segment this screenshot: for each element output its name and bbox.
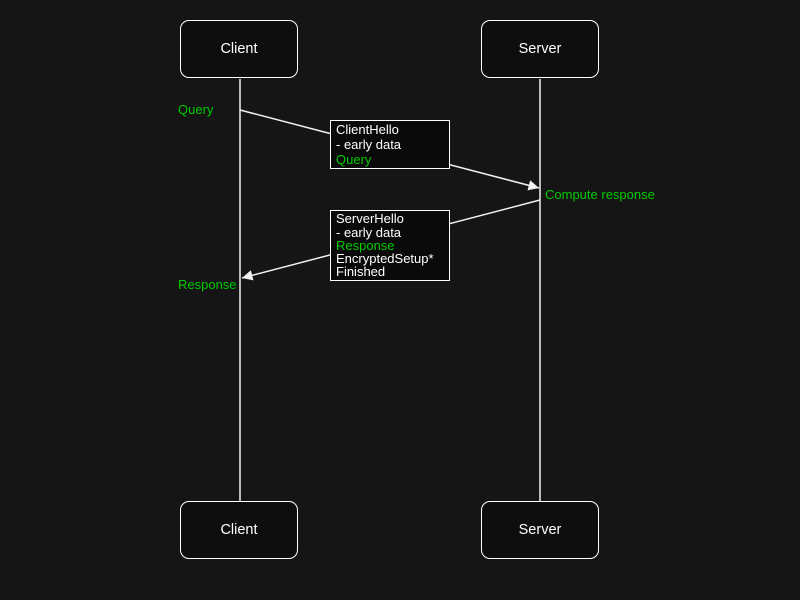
message-line: - early data	[336, 137, 402, 152]
message-line: ServerHello	[336, 211, 404, 227]
message-line: - early data	[336, 224, 402, 240]
message-line: ClientHello	[336, 122, 399, 137]
actor-server-top-label: Server	[518, 41, 562, 57]
actor-client-bottom: Client	[180, 501, 298, 559]
actor-client-top-label: Client	[220, 41, 258, 57]
response-label: Response	[178, 277, 237, 292]
message-line: Finished	[336, 264, 386, 280]
query-label: Query	[178, 102, 214, 117]
message-line: EncryptedSetup*	[336, 251, 434, 267]
actor-client-bottom-label: Client	[220, 522, 258, 538]
message-line: Response	[336, 237, 395, 253]
actor-server-bottom: Server	[481, 501, 599, 559]
actor-server-bottom-label: Server	[518, 522, 562, 538]
actor-client-top: Client	[180, 20, 298, 78]
compute-response-label: Compute response	[545, 187, 655, 202]
actor-server-top: Server	[481, 20, 599, 78]
message-line: Query	[336, 152, 372, 167]
